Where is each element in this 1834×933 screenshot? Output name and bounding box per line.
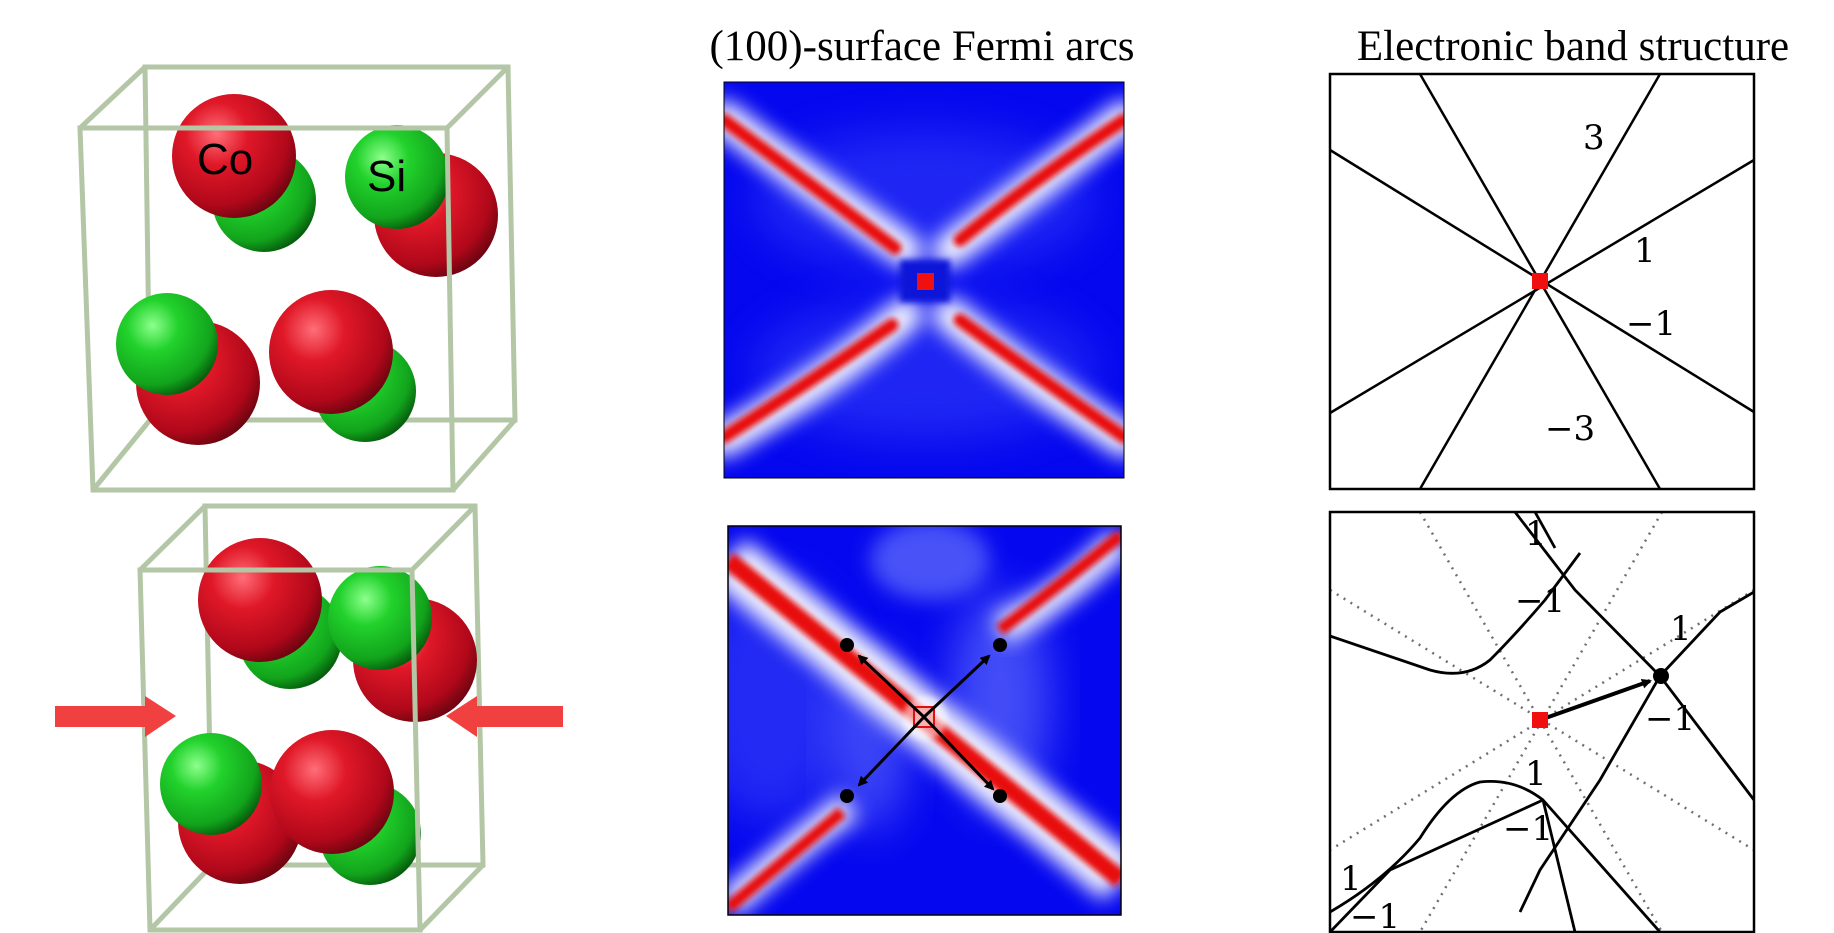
split-nodes <box>840 638 1007 803</box>
split-node <box>840 638 854 652</box>
chirality-label: 1 <box>1634 231 1656 271</box>
si-atom <box>345 125 449 229</box>
si-atom <box>116 293 218 395</box>
split-node <box>993 789 1007 803</box>
band-structure-title: Electronic band structure <box>1357 23 1789 70</box>
chirality-label: 3 <box>1583 118 1605 158</box>
split-arrows <box>857 654 995 791</box>
weyl-node <box>1532 273 1548 289</box>
split-node <box>993 638 1007 652</box>
crystal-atoms-unstrained <box>116 94 498 445</box>
chirality-label: −1 <box>1645 699 1695 739</box>
chirality-label: 1 <box>1670 609 1692 649</box>
fermi-arcs-frame <box>723 81 1125 479</box>
band-panel-strained <box>1328 510 1756 933</box>
compression-arrow-right <box>446 696 563 737</box>
si-atom <box>160 733 262 835</box>
si-atom <box>328 566 432 670</box>
chirality-label: 1 <box>1340 859 1362 899</box>
fermi-arcs-title: (100)-surface Fermi arcs <box>709 23 1134 70</box>
crystal-cell-strained-front <box>137 567 423 933</box>
chirality-label: 1 <box>1525 514 1547 554</box>
split-node <box>840 789 854 803</box>
weyl-node <box>1532 712 1548 728</box>
co-atom <box>198 538 322 662</box>
chirality-label: 1 <box>1525 754 1547 794</box>
chirality-label: −1 <box>1503 809 1553 849</box>
crystal-cell-unstrained-front <box>77 125 456 493</box>
chirality-label: −3 <box>1545 409 1595 449</box>
co-atom <box>269 290 393 414</box>
co-atom <box>172 94 296 218</box>
split-node <box>1653 668 1669 684</box>
band-panel-unstrained <box>1328 72 1756 491</box>
cell-front-face <box>77 125 456 493</box>
fermi-arcs-panel-unstrained <box>724 82 1124 478</box>
si-atom-label: Si <box>367 152 406 201</box>
compression-arrow-left <box>55 696 176 737</box>
chirality-label: −1 <box>1350 897 1400 933</box>
co-atom <box>270 730 394 854</box>
chirality-label: −1 <box>1626 304 1676 344</box>
fermi-arcs-frame <box>727 525 1122 916</box>
cell-front-face <box>137 567 423 933</box>
chirality-label: −1 <box>1515 581 1565 621</box>
fermi-arcs-panel-strained <box>728 526 1121 915</box>
co-atom-label: Co <box>197 135 253 184</box>
weyl-node <box>917 273 934 290</box>
